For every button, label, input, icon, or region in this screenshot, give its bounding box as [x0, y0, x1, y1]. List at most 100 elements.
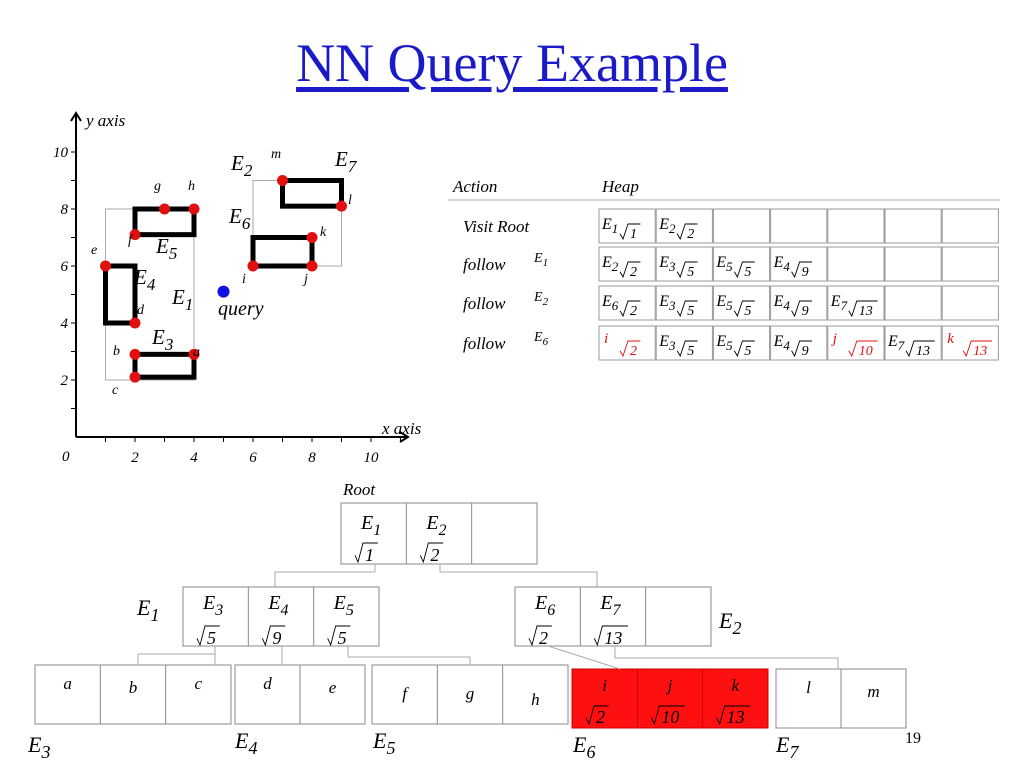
heap-entry-id-text: E1 [601, 216, 618, 236]
heap-entry-dist: 5 [676, 261, 698, 280]
leaf-entry-dist-value: 13 [727, 707, 745, 727]
heap-entry-id: E2 [601, 254, 619, 274]
level1-entry-id: E7 [599, 592, 621, 619]
heap-cell [884, 246, 942, 282]
x-axis-arrow [399, 431, 410, 443]
heap-entry-dist: 5 [676, 340, 698, 359]
heap-cell [655, 246, 713, 282]
mbr-label-e1: E1 [171, 285, 193, 314]
heap-entry-dist: 2 [619, 261, 641, 280]
root-entry-dist-radical [419, 542, 444, 564]
heap-entry-id: E5 [715, 254, 733, 274]
point-label-l: l [348, 193, 352, 208]
tree-connector [547, 645, 621, 670]
heap-entry-dist-radical [619, 223, 641, 241]
heap-entry-dist-radical [676, 223, 698, 241]
mbr-e4 [103, 263, 138, 326]
heap-entry-dist: 1 [619, 223, 641, 242]
heap-entry-dist-value: 2 [687, 227, 694, 242]
heap-entry-id: E4 [773, 254, 791, 274]
leaf-entry-name: j [666, 676, 673, 695]
heap-row-action-entry-text: E2 [533, 290, 549, 308]
heap-entry-dist-radical [734, 300, 755, 318]
heap-entry-id-text: E7 [887, 333, 905, 353]
leaf-entry-name: k [732, 676, 740, 695]
point-m [277, 175, 288, 186]
root-entry-dist-value: 2 [430, 545, 439, 565]
heap-entry-dist-value: 10 [859, 344, 873, 359]
level1-node-e2-frame [514, 586, 712, 647]
heap-entry-dist-value: 9 [802, 265, 809, 280]
query-point [217, 285, 230, 298]
heap-entry-dist: 13 [962, 340, 992, 359]
heap-entry-id-text: E4 [773, 254, 791, 274]
point-label-d: d [137, 303, 145, 318]
point-label-g: g [154, 179, 161, 194]
heap-entry-dist: 2 [676, 223, 698, 242]
point-c [129, 371, 141, 383]
level1-entry-dist-value: 5 [207, 628, 216, 648]
heap-entry-dist-value: 9 [802, 304, 809, 319]
heap-entry-dist-radical [905, 340, 935, 358]
heap-entry-dist: 13 [848, 300, 878, 319]
leaf-entry-name: c [195, 674, 203, 693]
heap-cell [941, 208, 999, 244]
mbr-label-e7: E7 [334, 147, 358, 176]
leaf-label-e5-text: E5 [372, 728, 395, 758]
level1-label-e1: E1 [136, 595, 159, 625]
leaf-entry-name: b [129, 678, 138, 697]
point-g [159, 203, 170, 215]
heap-row-action-entry-text: E6 [533, 330, 549, 348]
heap-entry-dist-radical [619, 300, 641, 318]
heap-entry-id: i [604, 331, 608, 347]
heap-header-heap: Heap [601, 177, 639, 196]
level1-entry-dist: 5 [327, 625, 351, 648]
mbr-e3 [132, 351, 197, 380]
heap-entry-dist-radical [791, 261, 812, 279]
point-label-m: m [271, 147, 281, 162]
level1-entry-dist-radical [261, 625, 286, 647]
point-label-i: i [242, 272, 246, 287]
level1-entry-dist: 2 [528, 625, 552, 648]
heap-entry-dist-value: 13 [916, 344, 930, 359]
point-label-f: f [128, 233, 134, 248]
mbr-label-e4: E4 [133, 265, 156, 294]
heap-cell [770, 246, 828, 282]
mbr-label-e6: E6 [228, 204, 251, 233]
leaf-label-e4-text: E4 [234, 728, 257, 758]
level1-entry-dist-radical [327, 625, 351, 647]
heap-entry-id: E1 [601, 216, 618, 236]
slide-title: NN Query Example [296, 33, 728, 93]
y-tick-label: 8 [61, 202, 69, 218]
mbr-label-e4-text: E4 [133, 265, 156, 294]
leaf-entry-name: e [329, 678, 337, 697]
heap-entry-id-text: E7 [830, 293, 848, 313]
heap-entry-dist-value: 5 [744, 344, 751, 359]
point-a [188, 348, 200, 360]
heap-entry-id: E5 [715, 293, 733, 313]
mbr-label-e5-text: E5 [155, 234, 177, 263]
heap-row-action-entry: E2 [533, 290, 549, 308]
heap-entry-dist-value: 1 [630, 227, 637, 242]
heap-entry-id: E4 [773, 293, 791, 313]
heap-entry-dist-radical [619, 261, 641, 279]
heap-cell [770, 208, 828, 244]
heap-entry-dist: 5 [676, 300, 698, 319]
heap-entry-dist-radical [619, 340, 641, 358]
root-entry-dist-radical [354, 542, 378, 564]
heap-entry-dist: 9 [791, 300, 812, 319]
leaf-entry-name: a [63, 674, 72, 693]
point-f [129, 229, 141, 241]
heap-entry-id: k [947, 331, 954, 347]
point-b [129, 348, 141, 360]
level1-label-e2-text: E2 [718, 608, 741, 638]
y-tick-label: 6 [61, 259, 69, 275]
heap-entry-id-text: E5 [715, 293, 733, 313]
point-e [100, 260, 111, 272]
heap-entry-id-text: E5 [715, 254, 733, 274]
